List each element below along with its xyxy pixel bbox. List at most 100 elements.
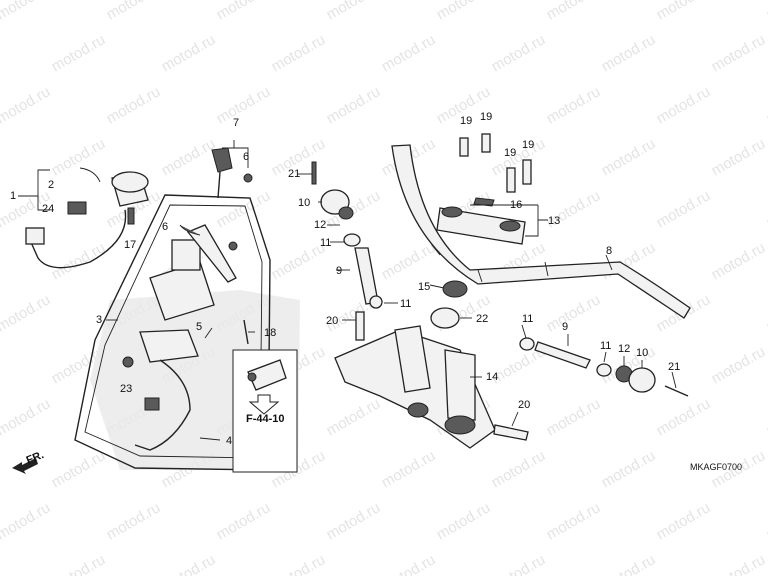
leader-lines <box>18 140 677 441</box>
left-damper-stack <box>311 161 383 309</box>
callout-number: 12 <box>618 343 630 355</box>
watermark-text: motod.ru <box>654 83 714 127</box>
watermark-text: motod.ru <box>654 0 714 23</box>
top-bridge <box>334 325 496 449</box>
callout-number: 7 <box>233 117 239 129</box>
callout-number: 10 <box>298 197 310 209</box>
watermark-text: motod.ru <box>764 291 768 335</box>
watermark-text: motod.ru <box>764 83 768 127</box>
callout-number: 19 <box>504 147 516 159</box>
right-damper-stack <box>519 337 689 397</box>
reference-label: F-44-10 <box>246 413 285 425</box>
watermark-text: motod.ru <box>324 83 384 127</box>
callout-number: 6 <box>162 221 168 233</box>
callout-number: 20 <box>518 399 530 411</box>
watermark-text: motod.ru <box>49 31 109 75</box>
watermark-text: motod.ru <box>599 447 659 491</box>
stem-nut-and-cap <box>355 280 529 441</box>
watermark-text: motod.ru <box>654 395 714 439</box>
watermark-text: motod.ru <box>324 0 384 23</box>
watermark-text: motod.ru <box>654 187 714 231</box>
watermark-text: motod.ru <box>49 135 109 179</box>
callout-number: 4 <box>226 435 232 447</box>
watermark-text: motod.ru <box>159 551 219 576</box>
watermark-text: motod.ru <box>0 0 53 23</box>
watermark-text: motod.ru <box>379 447 439 491</box>
watermark-text: motod.ru <box>489 31 549 75</box>
watermark-text: motod.ru <box>104 499 164 543</box>
cover-assembly <box>25 167 149 269</box>
callout-number: 8 <box>606 245 612 257</box>
callout-number: 2 <box>48 179 54 191</box>
watermark-text: motod.ru <box>434 0 494 23</box>
watermark-text: motod.ru <box>764 499 768 543</box>
callout-number: 6 <box>243 151 249 163</box>
watermark-text: motod.ru <box>49 239 109 283</box>
watermark-text: motod.ru <box>709 31 768 75</box>
callout-number: 1 <box>10 190 16 202</box>
callout-number: 11 <box>320 237 331 249</box>
ignition-switch <box>122 224 249 451</box>
watermark-text: motod.ru <box>49 447 109 491</box>
watermark-text: motod.ru <box>379 551 439 576</box>
watermark-text: motod.ru <box>324 499 384 543</box>
watermark-text: motod.ru <box>0 83 53 127</box>
callout-number: 11 <box>600 340 611 352</box>
watermark-text: motod.ru <box>764 187 768 231</box>
key <box>211 147 253 199</box>
handlebar-upper-holder <box>436 197 526 245</box>
watermark-text: motod.ru <box>159 135 219 179</box>
watermark-text: motod.ru <box>379 239 439 283</box>
callout-number: 21 <box>288 168 300 180</box>
callout-number: 11 <box>400 298 411 310</box>
callout-number: 19 <box>480 111 492 123</box>
watermark-text: motod.ru <box>654 499 714 543</box>
callout-number: 9 <box>336 265 342 277</box>
callout-number: 19 <box>460 115 472 127</box>
watermark-text: motod.ru <box>489 135 549 179</box>
callout-number: 9 <box>562 321 568 333</box>
watermark-text: motod.ru <box>489 551 549 576</box>
watermark-text: motod.ru <box>709 239 768 283</box>
watermark-text: motod.ru <box>269 551 329 576</box>
callout-number: 16 <box>510 199 522 211</box>
watermark-text: motod.ru <box>0 499 53 543</box>
watermark-text: motod.ru <box>544 0 604 23</box>
watermark-text: motod.ru <box>544 395 604 439</box>
watermark-text: motod.ru <box>214 83 274 127</box>
callout-number: 15 <box>418 281 430 293</box>
watermark-text: motod.ru <box>269 31 329 75</box>
callout-number: 5 <box>196 321 202 333</box>
front-direction-arrow <box>12 458 38 474</box>
watermark-text: motod.ru <box>599 31 659 75</box>
callout-number: 11 <box>522 313 533 325</box>
watermark-text: motod.ru <box>489 447 549 491</box>
callout-number: 10 <box>636 347 648 359</box>
inset-part <box>247 359 287 415</box>
watermark-text: motod.ru <box>214 499 274 543</box>
watermark-text: motod.ru <box>49 551 109 576</box>
callout-number: 12 <box>314 219 326 231</box>
callout-number: 18 <box>264 327 276 339</box>
watermark-text: motod.ru <box>544 291 604 335</box>
watermark-text: motod.ru <box>159 31 219 75</box>
watermark-text: motod.ru <box>214 0 274 23</box>
watermark-text: motod.ru <box>214 187 274 231</box>
holder-bolts <box>459 133 532 193</box>
watermark-text: motod.ru <box>0 291 53 335</box>
watermark-text: motod.ru <box>599 135 659 179</box>
watermark-text: motod.ru <box>709 551 768 576</box>
watermark-text: motod.ru <box>709 343 768 387</box>
watermark-text: motod.ru <box>764 395 768 439</box>
watermark-text: motod.ru <box>324 395 384 439</box>
watermark-text: motod.ru <box>544 83 604 127</box>
callout-number: 3 <box>96 314 102 326</box>
callout-number: 24 <box>42 203 54 215</box>
watermark-text: motod.ru <box>434 499 494 543</box>
direction-label: FR. <box>25 449 46 467</box>
callout-number: 20 <box>326 315 338 327</box>
watermark-text: motod.ru <box>764 0 768 23</box>
callout-number: 17 <box>124 239 136 251</box>
